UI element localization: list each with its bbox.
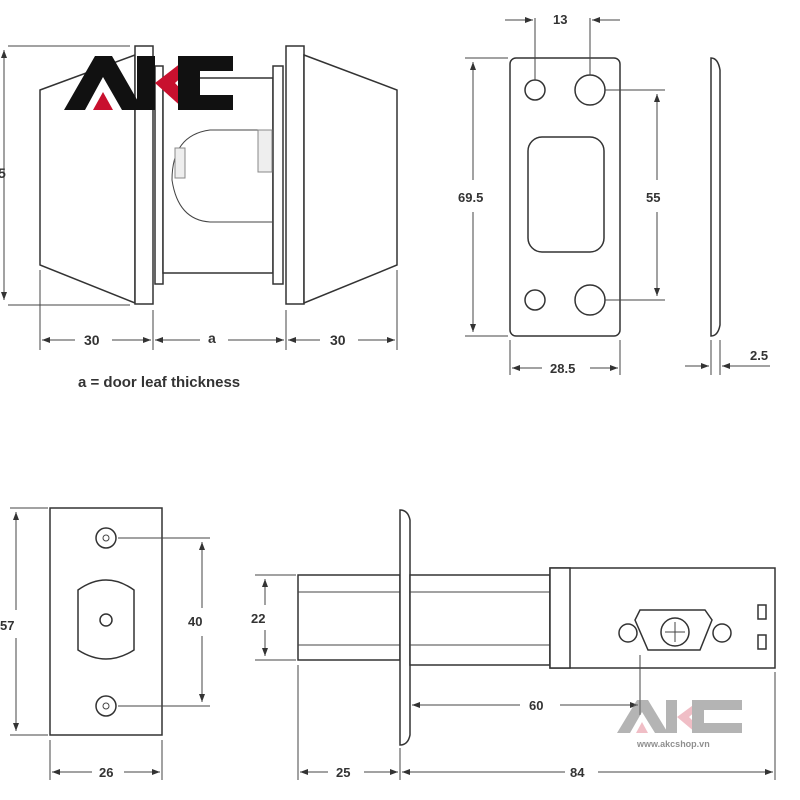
latch-plate-view: 57 40 26: [0, 507, 210, 780]
strike-plate-view: 13 69.5 55 28.5 2.5: [458, 12, 770, 376]
front-length-label: 25: [336, 765, 350, 780]
latch-side-view: 22 60 25 84: [251, 509, 776, 780]
backset-label: 84: [570, 765, 585, 780]
akc-logo: [64, 56, 233, 110]
knob-right-width-label: 30: [330, 332, 346, 348]
akc-watermark: www.akcshop.vn: [617, 700, 742, 749]
latch-hole-spacing-label: 40: [188, 614, 202, 629]
strike-thickness-label: 2.5: [750, 348, 768, 363]
strike-width-label: 28.5: [550, 361, 575, 376]
bolt-height-label: 22: [251, 611, 265, 626]
knob-view: 5 30 a 30 a = door leaf thickness: [0, 45, 398, 391]
door-thickness-label: a: [208, 330, 216, 346]
bolt-stroke-label: 60: [529, 698, 543, 713]
latch-plate-height-label: 57: [0, 618, 14, 633]
strike-hole-spacing-label: 13: [553, 12, 567, 27]
strike-height-label: 69.5: [458, 190, 483, 205]
latch-plate-width-label: 26: [99, 765, 113, 780]
watermark-url: www.akcshop.vn: [636, 739, 710, 749]
knob-left-width-label: 30: [84, 332, 100, 348]
knob-height-label: 5: [0, 165, 6, 181]
door-thickness-note: a = door leaf thickness: [78, 374, 240, 391]
strike-inner-label: 55: [646, 190, 660, 205]
